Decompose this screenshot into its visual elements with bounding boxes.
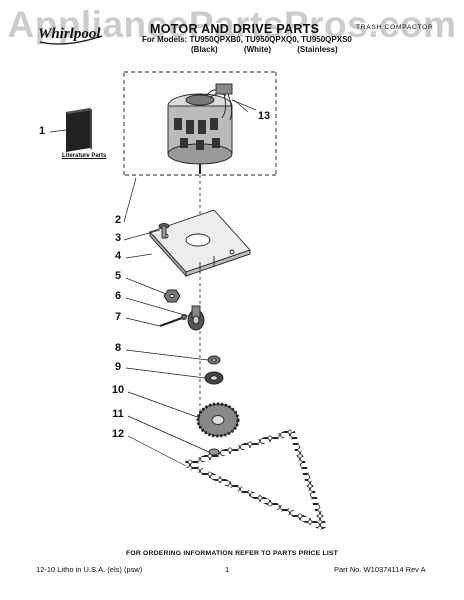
callout-11: 11 (112, 408, 124, 420)
litho-info: 12-10 Litho in U.S.A. (els) (psw) (36, 565, 143, 574)
callout-4: 4 (114, 250, 122, 262)
leader-lines (49, 99, 257, 467)
svg-text:Whirlpool: Whirlpool (38, 26, 101, 42)
part-number: Part No. W10374114 Rev A (334, 565, 426, 574)
page-number: 1 (225, 565, 230, 574)
brand-logo: Whirlpool (38, 26, 103, 45)
set-screw (159, 314, 187, 327)
page-title: MOTOR AND DRIVE PARTS (150, 22, 320, 36)
model-colors: (Black) (White) (Stainless) (191, 45, 338, 54)
callout-2: 2 (114, 214, 122, 226)
callout-13: 13 (257, 110, 271, 122)
callout-8: 8 (114, 342, 122, 354)
drive-chain (184, 429, 327, 531)
nut (163, 289, 181, 303)
bearing (204, 371, 224, 385)
literature-parts-label: Literature Parts (62, 153, 107, 159)
color-black: (Black) (191, 45, 218, 54)
callout-5: 5 (114, 270, 122, 282)
appliance-type: TRASH COMPACTOR (356, 24, 434, 31)
ordering-info: FOR ORDERING INFORMATION REFER TO PARTS … (125, 550, 339, 557)
motor-assembly-box (123, 71, 277, 176)
color-stainless: (Stainless) (297, 45, 338, 54)
callout-6: 6 (114, 290, 122, 302)
color-white: (White) (243, 45, 272, 54)
callout-1: 1 (38, 125, 46, 137)
callout-12: 12 (111, 428, 125, 440)
mounting-plate (149, 209, 251, 278)
watermark: AppliancePartsPros.com (7, 4, 457, 45)
callout-9: 9 (114, 361, 122, 373)
callout-10: 10 (111, 384, 125, 396)
motor (167, 89, 233, 174)
model-list: For Models: TU950QPXB0, TU950QPXQ0, TU95… (142, 35, 352, 44)
screw (158, 223, 170, 239)
washer (207, 355, 221, 365)
wire-harness-connector (215, 83, 249, 121)
callout-7: 7 (114, 311, 122, 323)
callout-3: 3 (114, 232, 122, 244)
motor-sprocket (187, 305, 205, 331)
drive-sprocket (196, 402, 240, 438)
literature-booklet (66, 108, 92, 152)
